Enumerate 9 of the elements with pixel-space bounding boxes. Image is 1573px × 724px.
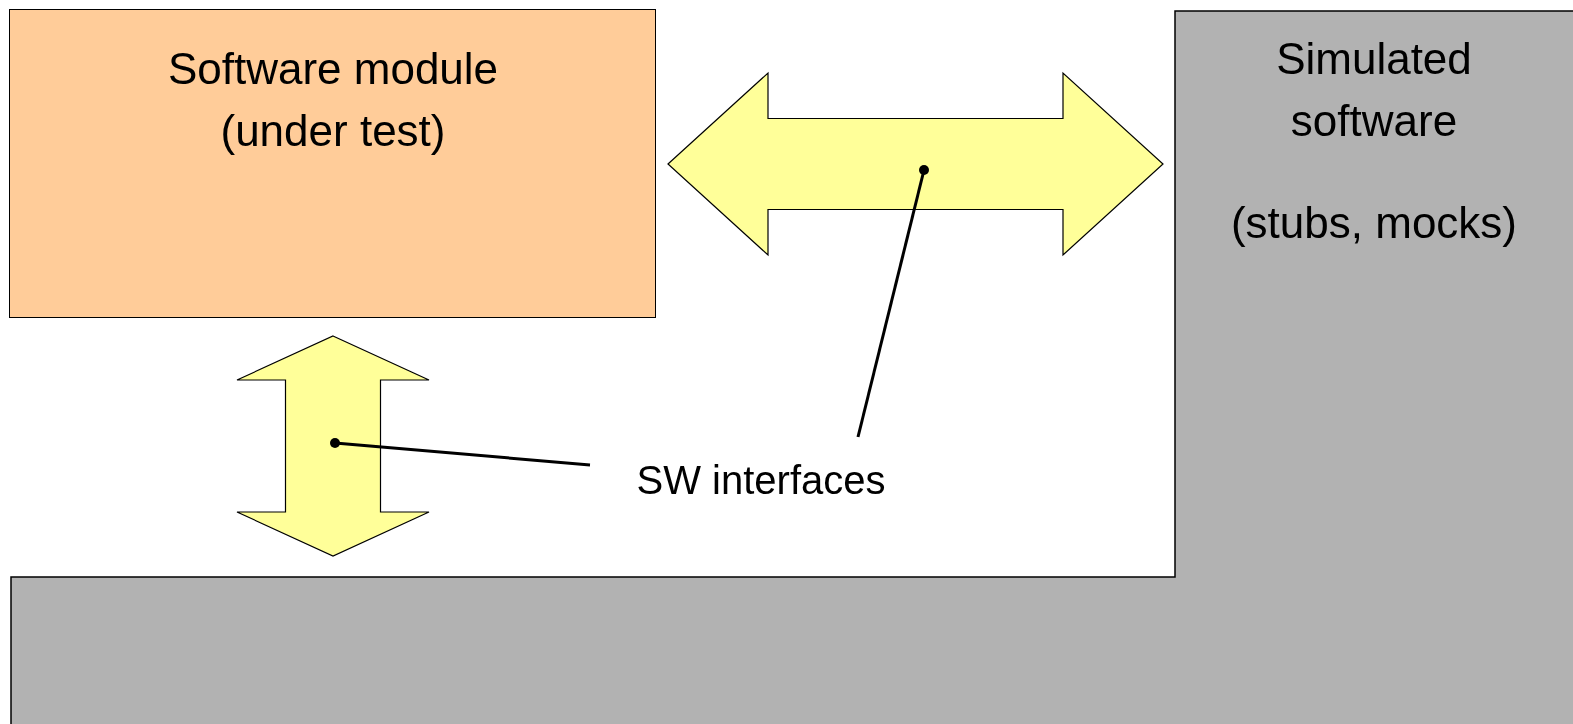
callout-label: SW interfaces	[635, 457, 887, 504]
module-box	[9, 9, 656, 318]
box-title: Software module (under test)	[166, 43, 500, 157]
double-block-arrow	[236, 335, 430, 557]
box-title: Simulated software	[1275, 33, 1473, 147]
leader-line	[856, 165, 929, 438]
box-note: (stubs, mocks)	[1229, 197, 1518, 249]
leader-line	[330, 438, 591, 467]
double-block-arrow	[667, 71, 1164, 257]
